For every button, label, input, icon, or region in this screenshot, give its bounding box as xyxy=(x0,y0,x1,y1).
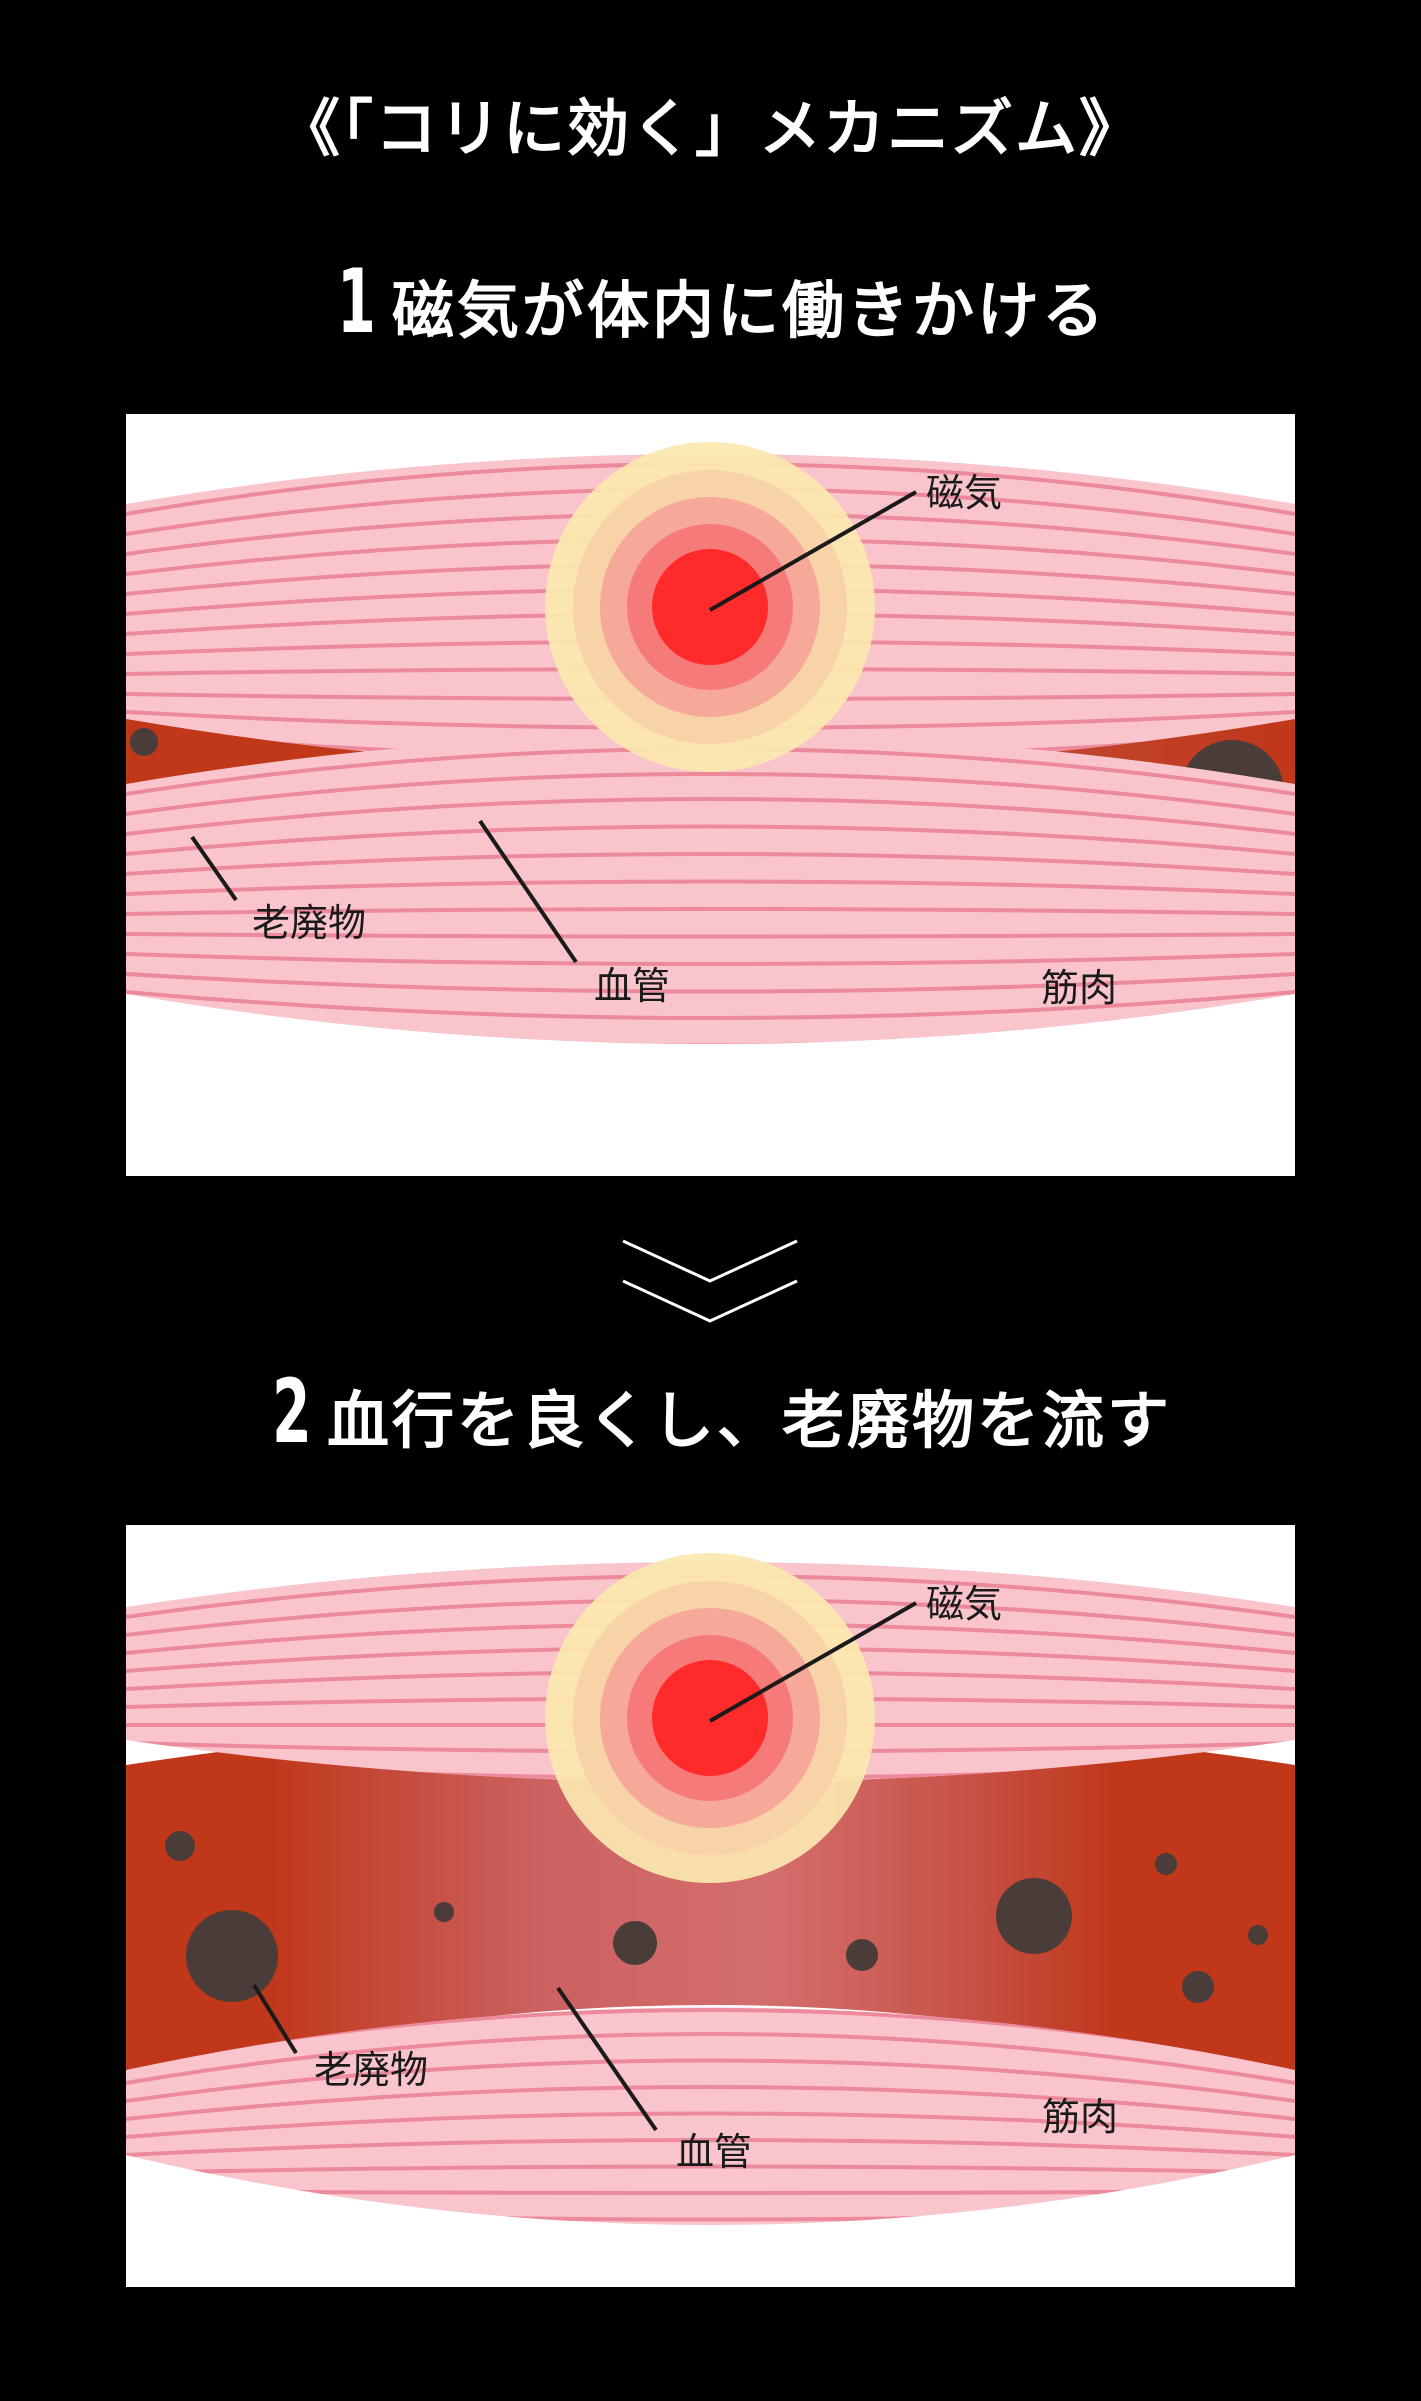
blood-vessel xyxy=(126,1720,1295,2085)
waste-particle xyxy=(434,1902,454,1922)
label-vessel: 血管 xyxy=(594,964,670,1008)
diagram-svg-1: 磁気 老廃物 血管 筋肉 xyxy=(126,442,1295,1044)
waste-particle xyxy=(130,728,158,756)
waste-particle xyxy=(186,1910,278,2002)
waste-particle xyxy=(1182,1971,1214,2003)
muscle-fiber-lower xyxy=(126,2007,1295,2225)
step-2-heading: 2.血行を良くし、老廃物を流す xyxy=(0,1360,1421,1463)
muscle-fiber-lower xyxy=(126,734,1295,1044)
waste-particles xyxy=(165,1831,1268,2003)
step-dot: . xyxy=(290,1387,313,1457)
magnet-core xyxy=(652,549,768,665)
step-number: 2 xyxy=(272,1360,311,1463)
magnet-rings xyxy=(545,1553,875,1883)
waste-particle xyxy=(1248,1925,1268,1945)
label-vessel: 血管 xyxy=(676,2130,752,2174)
label-magnet: 磁気 xyxy=(926,1582,1002,1626)
diagram-svg-2: 磁気 老廃物 血管 筋肉 xyxy=(126,1553,1295,2225)
leader-lines xyxy=(252,1601,917,2132)
label-magnet: 磁気 xyxy=(926,471,1002,515)
step-text: 磁気が体内に働きかける xyxy=(392,274,1108,347)
step-1-heading: 1.磁気が体内に働きかける xyxy=(0,250,1421,353)
leader-lines xyxy=(190,490,917,964)
label-waste: 老廃物 xyxy=(252,901,366,945)
step-dot: . xyxy=(355,277,378,347)
label-waste: 老廃物 xyxy=(314,2048,428,2092)
page-title: 《「コリに効く」メカニズム》 xyxy=(277,92,1143,165)
waste-particle xyxy=(165,1831,195,1861)
label-muscle: 筋肉 xyxy=(1041,966,1117,1010)
step-number: 1 xyxy=(337,250,376,353)
magnet-rings xyxy=(545,442,875,772)
magnet-core xyxy=(652,1660,768,1776)
diagram-panel-2: 磁気 老廃物 血管 筋肉 xyxy=(126,1525,1295,2287)
diagram-panel-1: 磁気 老廃物 血管 筋肉 xyxy=(126,414,1295,1176)
double-chevron-down-icon xyxy=(622,1239,798,1323)
waste-particle xyxy=(846,1939,878,1971)
waste-particle xyxy=(996,1878,1072,1954)
label-muscle: 筋肉 xyxy=(1042,2095,1118,2139)
waste-particle xyxy=(1155,1853,1177,1875)
step-text: 血行を良くし、老廃物を流す xyxy=(327,1384,1173,1457)
waste-particle xyxy=(613,1921,657,1965)
